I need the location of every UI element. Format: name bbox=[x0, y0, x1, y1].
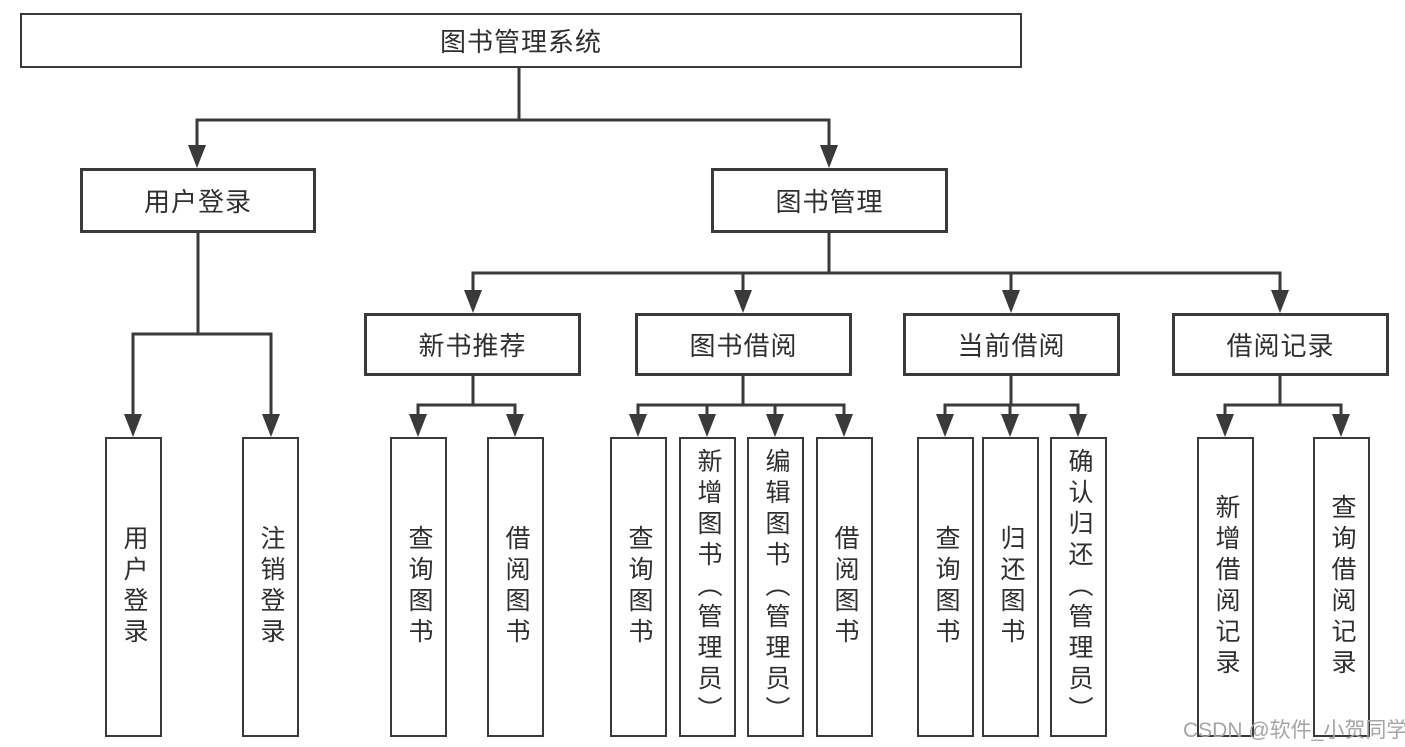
leaf-return-book-label: 归还图书 bbox=[997, 525, 1025, 649]
connector-book-mgmt-rail bbox=[471, 271, 1282, 292]
leaf-query-books-current-label: 查询图书 bbox=[932, 525, 960, 649]
leaf-query-books-borrow: 查询图书 bbox=[610, 437, 667, 737]
node-root-label: 图书管理系统 bbox=[439, 27, 602, 57]
arrow-down-icon bbox=[820, 145, 838, 168]
leaf-add-borrow-record-label: 新增借阅记录 bbox=[1212, 494, 1240, 680]
arrow-down-icon bbox=[698, 414, 716, 437]
node-book-borrow-label: 图书借阅 bbox=[689, 331, 798, 361]
leaf-borrow-books: 借阅图书 bbox=[816, 437, 873, 737]
leaf-user-login-label: 用户登录 bbox=[120, 525, 148, 649]
leaf-return-book: 归还图书 bbox=[982, 437, 1039, 737]
leaf-edit-book-admin: 编辑图书（管理员） bbox=[747, 437, 804, 737]
leaf-logout-label: 注销登录 bbox=[257, 525, 285, 649]
node-current-borrow: 当前借阅 bbox=[903, 313, 1120, 376]
arrow-down-icon bbox=[506, 414, 524, 437]
leaf-logout: 注销登录 bbox=[242, 437, 299, 737]
csdn-watermark: CSDN @软件_小贺同学 bbox=[1183, 719, 1405, 742]
leaf-borrow-books-recommend-label: 借阅图书 bbox=[502, 525, 530, 649]
leaf-confirm-return-admin: 确认归还（管理员） bbox=[1050, 437, 1107, 737]
leaf-add-borrow-record: 新增借阅记录 bbox=[1197, 437, 1254, 737]
arrow-down-icon bbox=[766, 414, 784, 437]
arrow-down-icon bbox=[124, 414, 142, 437]
arrowheads bbox=[124, 145, 1350, 437]
leaf-user-login: 用户登录 bbox=[105, 437, 162, 737]
leaf-query-books-borrow-label: 查询图书 bbox=[625, 525, 653, 649]
node-new-book-recommend: 新书推荐 bbox=[364, 313, 581, 376]
arrow-down-icon bbox=[409, 414, 427, 437]
arrow-down-icon bbox=[936, 414, 954, 437]
node-borrow-records: 借阅记录 bbox=[1172, 313, 1389, 376]
arrow-down-icon bbox=[1271, 290, 1289, 313]
arrow-down-icon bbox=[188, 145, 206, 168]
arrow-down-icon bbox=[1069, 414, 1087, 437]
leaf-query-books-recommend: 查询图书 bbox=[390, 437, 447, 737]
connector-new-book-rail bbox=[416, 403, 517, 416]
node-book-borrow: 图书借阅 bbox=[635, 313, 852, 376]
leaf-query-borrow-record: 查询借阅记录 bbox=[1313, 437, 1370, 737]
leaf-borrow-books-label: 借阅图书 bbox=[831, 525, 859, 649]
connector-borrow-record-rail bbox=[1223, 403, 1343, 416]
arrow-down-icon bbox=[835, 414, 853, 437]
node-new-book-recommend-label: 新书推荐 bbox=[418, 331, 527, 361]
leaf-query-borrow-record-label: 查询借阅记录 bbox=[1328, 494, 1356, 680]
arrow-down-icon bbox=[1216, 414, 1234, 437]
node-user-login-label: 用户登录 bbox=[143, 187, 252, 217]
leaf-query-books-recommend-label: 查询图书 bbox=[405, 525, 433, 649]
connector-user-login-rail bbox=[131, 332, 273, 416]
node-root: 图书管理系统 bbox=[20, 13, 1022, 68]
connector-book-borrow-rail bbox=[636, 403, 846, 416]
arrow-down-icon bbox=[1002, 290, 1020, 313]
node-user-login: 用户登录 bbox=[80, 168, 316, 233]
node-borrow-records-label: 借阅记录 bbox=[1226, 331, 1335, 361]
node-book-management-label: 图书管理 bbox=[775, 187, 884, 217]
node-current-borrow-label: 当前借阅 bbox=[957, 331, 1066, 361]
arrow-down-icon bbox=[464, 290, 482, 313]
leaf-query-books-current: 查询图书 bbox=[917, 437, 974, 737]
leaf-add-book-admin-label: 新增图书（管理员） bbox=[694, 447, 722, 727]
leaf-confirm-return-admin-label: 确认归还（管理员） bbox=[1065, 447, 1093, 727]
leaf-add-book-admin: 新增图书（管理员） bbox=[679, 437, 736, 737]
arrow-down-icon bbox=[629, 414, 647, 437]
leaf-edit-book-admin-label: 编辑图书（管理员） bbox=[762, 447, 790, 727]
leaf-borrow-books-recommend: 借阅图书 bbox=[487, 437, 544, 737]
connector-root-rail bbox=[195, 118, 831, 147]
arrow-down-icon bbox=[734, 290, 752, 313]
arrow-down-icon bbox=[1001, 414, 1019, 437]
connector-level3-stubs bbox=[471, 375, 1282, 406]
node-book-management: 图书管理 bbox=[711, 168, 948, 233]
arrow-down-icon bbox=[1332, 414, 1350, 437]
arrow-down-icon bbox=[262, 414, 280, 437]
